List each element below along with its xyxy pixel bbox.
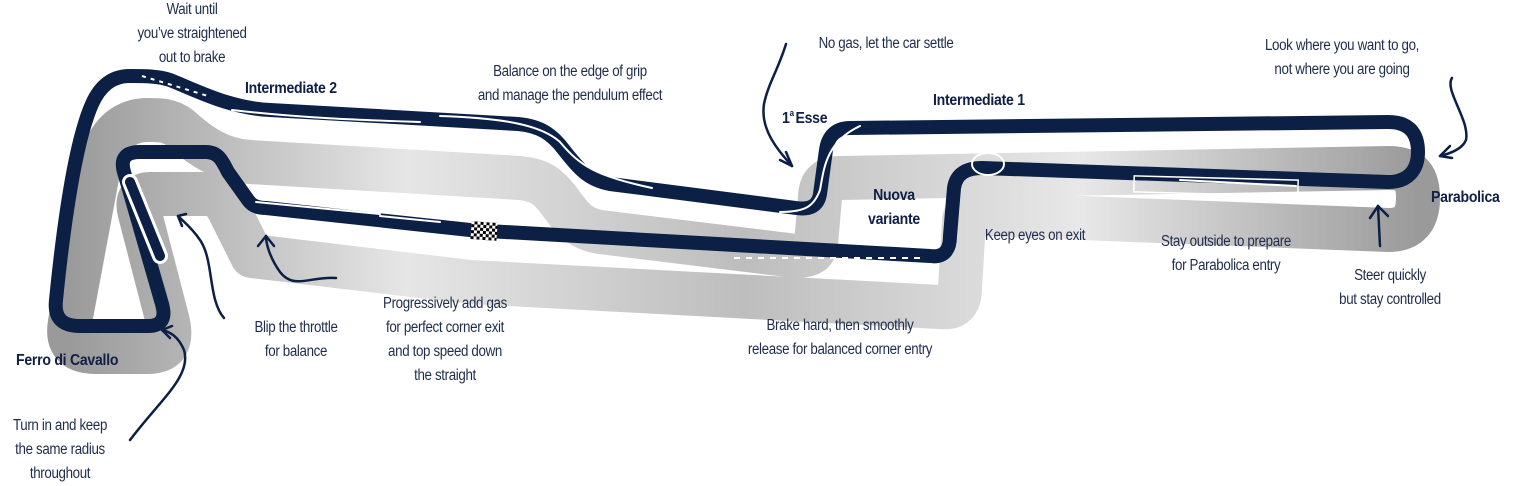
pit-lane-box [1133,175,1299,197]
track-wall [47,98,1440,374]
arrow-turn-in [128,328,187,442]
tip-progressive-gas: Progressively add gas for perfect corner… [365,292,525,388]
tip-line: Turn in and keep [12,417,108,434]
tip-blip-throttle: Blip the throttle for balance [236,316,356,364]
tip-wait-brake: Wait until you’ve straightened out to br… [123,0,261,70]
corner-intermediate-1: Intermediate 1 [933,92,1025,109]
tip-balance-grip: Balance on the edge of grip and manage t… [441,60,699,108]
arrow-look [1438,76,1468,158]
tip-line: for perfect corner exit [385,319,505,336]
tip-line: the straight [414,367,476,384]
tip-line: and top speed down [388,343,502,360]
tip-turn-in: Turn in and keep the same radius through… [2,414,119,486]
tip-line: Look where you want to go, [1264,37,1420,54]
arrow-progressive [264,234,338,283]
corner-intermediate-2: Intermediate 2 [245,80,337,97]
tip-line: you’ve straightened [137,25,247,42]
corner-nuova-variante: Nuova variante [857,184,931,232]
tip-brake-hard: Brake hard, then smoothly release for ba… [720,314,961,362]
tip-keep-eyes: Keep eyes on exit [971,224,1100,248]
tip-line: but stay controlled [1339,291,1441,308]
tip-line: Progressively add gas [383,295,507,312]
tip-line: and manage the pendulum effect [477,87,663,104]
nuova-line-1: Nuova [873,187,915,204]
racing-line [231,109,1297,223]
tip-line: for balance [264,343,328,360]
tip-no-gas: No gas, let the car settle [800,32,972,56]
tip-line: Brake hard, then smoothly [766,317,914,334]
tip-line: release for balanced corner entry [747,341,933,358]
arrow-steer [1376,204,1382,248]
track-surface [48,69,1425,333]
esse-number: 1 [782,110,790,127]
esse-name: Esse [795,110,828,127]
tip-line: Balance on the edge of grip [493,63,647,80]
start-finish-flag [470,221,498,241]
tip-line: Blip the throttle [254,319,338,336]
tip-line: Steer quickly [1354,267,1426,284]
annotation-arrows [128,42,1468,442]
tip-line: Keep eyes on exit [984,227,1086,244]
tip-line: throughout [29,465,91,482]
tip-line: No gas, let the car settle [818,35,954,52]
arrow-blip [176,214,226,320]
esse-superscript: a [789,108,794,118]
brake-markers-top [141,75,209,97]
tip-look-where: Look where you want to go, not where you… [1246,34,1439,82]
tip-line: not where you are going [1274,61,1410,78]
tip-steer-quickly: Steer quickly but stay controlled [1321,264,1459,312]
tip-stay-outside: Stay outside to prepare for Parabolica e… [1140,230,1312,278]
corner-ferro-di-cavallo: Ferro di Cavallo [16,352,119,369]
arrow-no-gas [762,42,794,168]
nuova-line-2: variante [868,211,920,228]
tip-line: Wait until [166,1,218,18]
tip-line: the same radius [15,441,105,458]
tip-line: Stay outside to prepare [1161,233,1291,250]
apex-circle [971,152,1005,176]
corner-parabolica: Parabolica [1431,189,1500,206]
tip-line: for Parabolica entry [1171,257,1281,274]
tip-line: out to brake [158,49,226,66]
